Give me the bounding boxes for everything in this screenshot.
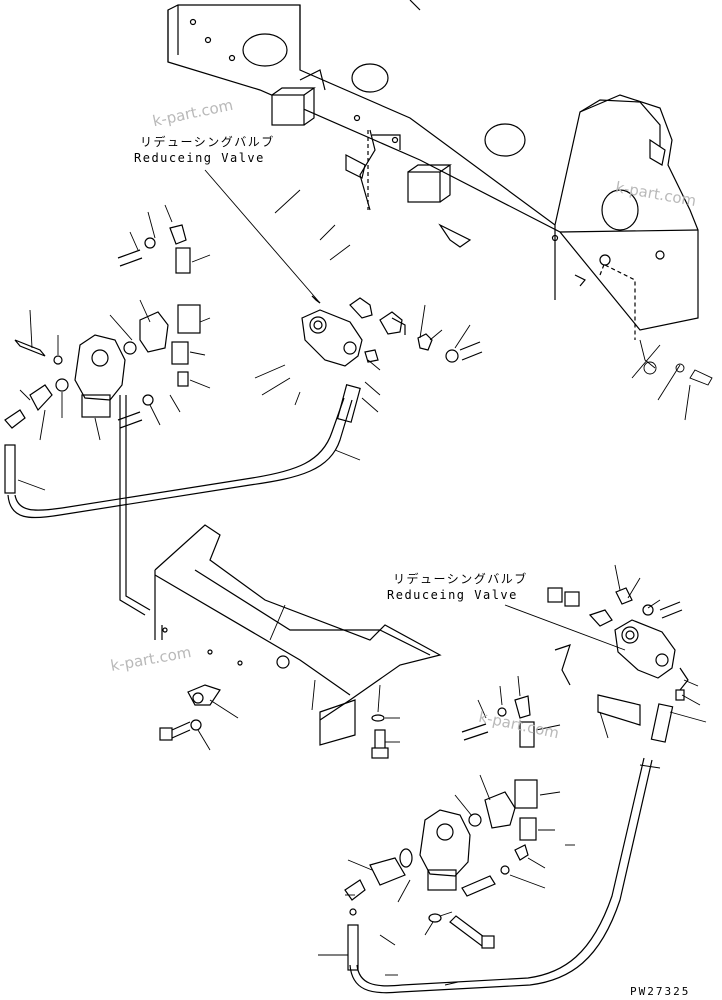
- lower-hoses: [347, 757, 653, 994]
- top-callout-jp: リデューシングバルブ: [140, 135, 275, 149]
- lower-left-fasteners: [159, 684, 389, 759]
- lower-reducing-valve: [547, 587, 689, 743]
- drawing-code: PW27325: [630, 985, 691, 998]
- upper-hoses: [7, 384, 361, 616]
- lower-bracket: [154, 524, 442, 746]
- upper-left-valve-assembly: [4, 224, 201, 494]
- leader-lines: [17, 169, 713, 986]
- bottom-callout-en: Reduceing Valve: [387, 588, 518, 602]
- lower-valve-assembly: [344, 695, 538, 949]
- top-callout-en: Reduceing Valve: [134, 151, 265, 165]
- upper-reducing-valve: [301, 297, 483, 367]
- bottom-callout-jp: リデューシングバルブ: [393, 572, 528, 586]
- upper-frame: [167, 0, 699, 340]
